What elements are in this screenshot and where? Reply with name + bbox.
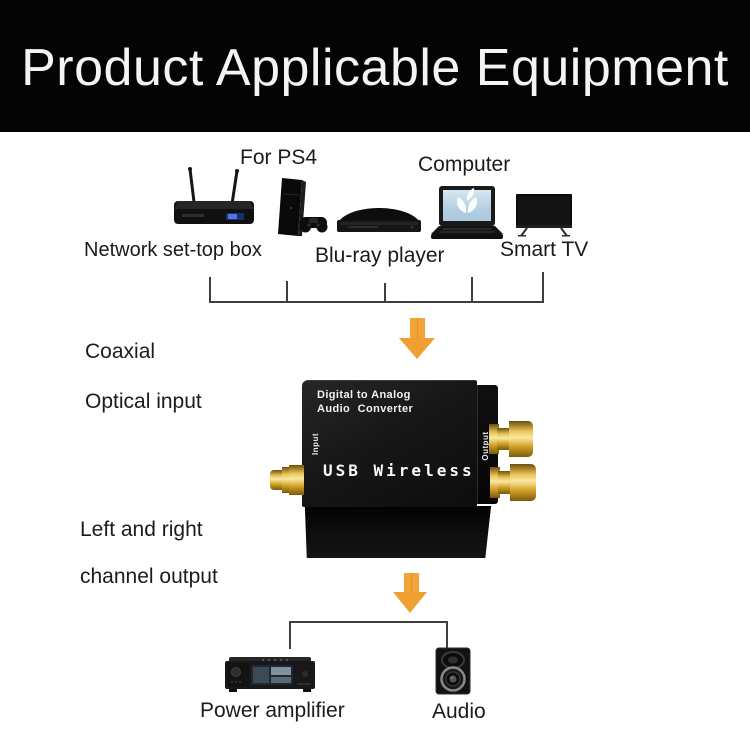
converter-input-label: Input	[311, 432, 320, 456]
label-for-ps4: For PS4	[240, 146, 318, 169]
label-bluray: Blu-ray player	[315, 244, 445, 267]
power-amplifier-icon	[225, 657, 315, 692]
rca-connector-right-top-icon	[489, 421, 535, 457]
smart-tv-icon	[516, 194, 572, 237]
label-set-top-box: Network set-top box	[84, 239, 262, 261]
label-coaxial: Coaxial	[85, 340, 156, 363]
ps4-icon	[278, 178, 328, 236]
page-title: Product Applicable Equipment	[21, 39, 729, 97]
label-channel-output: channel output	[80, 565, 218, 588]
ps4-controller-icon	[300, 217, 328, 233]
converter-title-line1: Digital to Analog	[317, 389, 411, 401]
converter-brand-text: USB Wireless	[323, 461, 475, 480]
label-left-and-right: Left and right	[80, 518, 203, 541]
converter-title-line2: Audio Converter	[317, 403, 414, 415]
set-top-box-icon	[174, 167, 254, 224]
label-smart-tv: Smart TV	[500, 238, 589, 261]
rca-connector-right-bottom-icon	[490, 464, 538, 501]
bluray-player-icon	[337, 208, 421, 232]
label-optical-input: Optical input	[85, 390, 202, 413]
computer-icon	[431, 186, 503, 239]
rca-connector-left-icon	[270, 465, 304, 495]
audio-speaker-icon	[435, 647, 471, 695]
converter-bottom-face	[304, 506, 492, 558]
leaf-graphic-icon	[456, 188, 478, 213]
title-banner: Product Applicable Equipment	[0, 0, 750, 132]
label-audio: Audio	[432, 700, 486, 723]
converter-front-face	[302, 380, 477, 507]
label-computer: Computer	[418, 153, 511, 176]
label-power-amplifier: Power amplifier	[200, 699, 345, 722]
